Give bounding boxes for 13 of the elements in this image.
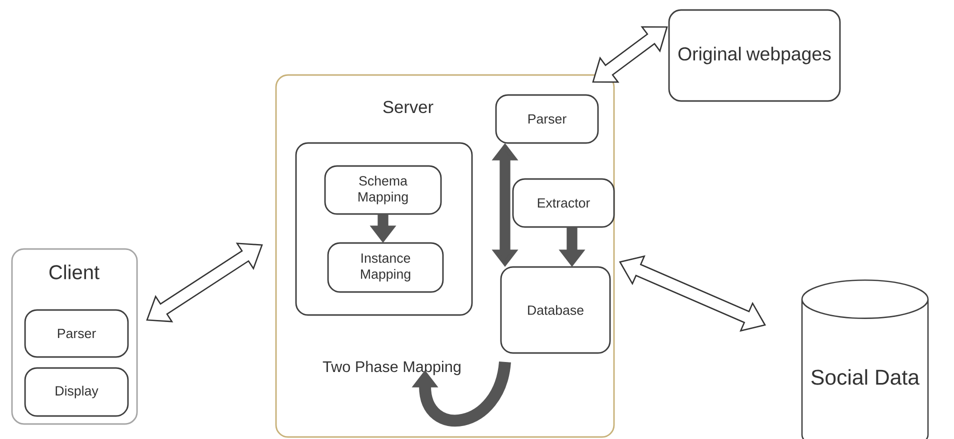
component-box: Parser	[495, 94, 599, 144]
component-box: Schema Mapping	[324, 165, 442, 215]
database-cylinder: Social Data	[801, 279, 929, 439]
component-box: Instance Mapping	[327, 242, 444, 293]
component-box: Extractor	[512, 178, 615, 228]
component-box: Display	[24, 367, 129, 417]
double-arrow	[146, 242, 263, 322]
component-box: Parser	[24, 309, 129, 358]
double-arrow	[592, 26, 668, 83]
source-box: Original webpages	[668, 9, 841, 102]
block-arrow	[412, 361, 511, 427]
database-box: Database	[500, 266, 611, 354]
node-label: Two Phase Mapping	[322, 360, 460, 376]
